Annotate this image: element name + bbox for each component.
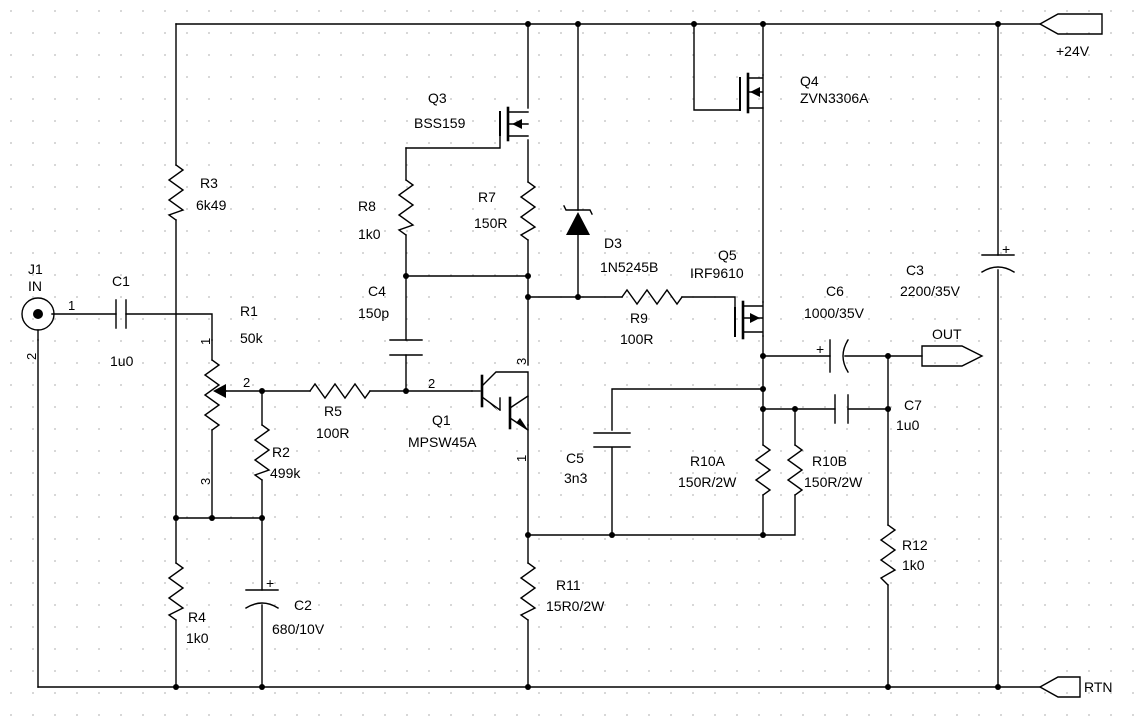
c6-capacitor: + C6 1000/35V: [804, 283, 865, 373]
c2-capacitor: + C2 680/10V: [245, 575, 325, 637]
q1-ref: Q1: [432, 412, 451, 428]
d3-ref: D3: [604, 235, 622, 251]
j1-pin2: 2: [24, 353, 39, 360]
q3-ref: Q3: [428, 90, 447, 106]
c2-ref: C2: [294, 597, 312, 613]
c7-capacitor: C7 1u0: [834, 394, 922, 433]
port-plus24v-label: +24V: [1056, 43, 1090, 59]
r5-resistor: R5 100R: [309, 382, 371, 441]
r2-value: 499k: [270, 465, 301, 481]
c2-value: 680/10V: [272, 621, 325, 637]
q3-value: BSS159: [414, 115, 466, 131]
wires: [37, 23, 1041, 688]
r1-pin1: 1: [198, 338, 213, 345]
c5-value: 3n3: [564, 470, 588, 486]
r8-value: 1k0: [358, 226, 381, 242]
c3-capacitor: + C3 2200/35V: [900, 241, 1015, 299]
r5-ref: R5: [324, 403, 342, 419]
j1-ref: J1: [28, 261, 43, 277]
r3-resistor: R3 6k49: [167, 164, 227, 221]
c1-value: 1u0: [110, 353, 134, 369]
r2-resistor: R2 499k: [253, 424, 301, 481]
r11-value: 15R0/2W: [546, 598, 605, 614]
c4-capacitor: C4 150p: [358, 283, 423, 356]
c3-ref: C3: [906, 262, 924, 278]
c2-plus: +: [266, 575, 274, 591]
port-rtn-label: RTN: [1084, 679, 1113, 695]
q5-mosfet: Q5 IRF9610: [690, 247, 764, 340]
j1-connector: J1 IN 1 2: [21, 261, 75, 360]
r8-ref: R8: [358, 198, 376, 214]
c7-value: 1u0: [896, 417, 920, 433]
r1-potentiometer: R1 50k 1 2 3: [198, 303, 264, 485]
r9-value: 100R: [620, 331, 653, 347]
c4-value: 150p: [358, 305, 389, 321]
r10a-resistor: R10A 150R/2W: [678, 444, 772, 496]
j1-pin1: 1: [68, 298, 75, 313]
r10a-value: 150R/2W: [678, 474, 737, 490]
c3-plus: +: [1002, 241, 1010, 257]
r4-resistor: R4 1k0: [167, 562, 209, 646]
c7-ref: C7: [904, 397, 922, 413]
r12-ref: R12: [902, 537, 928, 553]
c5-ref: C5: [566, 450, 584, 466]
port-plus24v: +24V: [1038, 13, 1103, 59]
q1-pin3: 3: [514, 358, 529, 365]
q3-mosfet: Q3 BSS159: [414, 90, 529, 142]
r1-pin2: 2: [243, 375, 250, 390]
q4-ref: Q4: [800, 73, 819, 89]
r11-ref: R11: [556, 577, 581, 593]
d3-zener-diode: D3 1N5245B: [563, 205, 658, 275]
r7-value: 150R: [474, 215, 507, 231]
c1-ref: C1: [112, 273, 130, 289]
port-out: OUT: [921, 326, 984, 367]
d3-value: 1N5245B: [600, 259, 658, 275]
r10b-ref: R10B: [812, 453, 847, 469]
r10b-resistor: R10B 150R/2W: [786, 444, 863, 496]
r2-ref: R2: [272, 444, 290, 460]
c6-value: 1000/35V: [804, 305, 865, 321]
r9-ref: R9: [630, 310, 648, 326]
r4-ref: R4: [188, 609, 206, 625]
r3-ref: R3: [200, 175, 218, 191]
j1-value: IN: [28, 278, 42, 294]
r12-resistor: R12 1k0: [879, 524, 928, 586]
r10a-ref: R10A: [690, 453, 726, 469]
q1-pin1: 1: [514, 455, 529, 462]
c1-capacitor: C1 1u0: [110, 273, 134, 369]
r10b-value: 150R/2W: [804, 474, 863, 490]
r1-pin3: 3: [198, 478, 213, 485]
q1-value: MPSW45A: [408, 434, 477, 450]
r12-value: 1k0: [902, 557, 925, 573]
port-out-label: OUT: [932, 326, 962, 342]
r11-resistor: R11 15R0/2W: [519, 562, 605, 621]
q1-transistor: 2 3 1 Q1 MPSW45A: [408, 358, 529, 462]
r7-ref: R7: [478, 189, 496, 205]
c3-value: 2200/35V: [900, 283, 961, 299]
r9-resistor: R9 100R: [620, 288, 683, 347]
q5-value: IRF9610: [690, 265, 744, 281]
r7-resistor: R7 150R: [474, 181, 537, 241]
c6-ref: C6: [826, 283, 844, 299]
r1-ref: R1: [240, 303, 258, 319]
q1-pin2: 2: [428, 376, 435, 391]
junction-dots: [173, 21, 1001, 690]
r1-value: 50k: [240, 330, 264, 346]
c6-plus: +: [816, 341, 824, 357]
q4-value: ZVN3306A: [800, 90, 869, 106]
c5-capacitor: C5 3n3: [564, 432, 631, 486]
r5-value: 100R: [316, 425, 349, 441]
q4-mosfet: Q4 ZVN3306A: [739, 72, 869, 114]
port-rtn: RTN: [1038, 676, 1113, 698]
q5-ref: Q5: [718, 247, 737, 263]
r8-resistor: R8 1k0: [358, 179, 415, 242]
r3-value: 6k49: [196, 197, 227, 213]
r4-value: 1k0: [186, 630, 209, 646]
c4-ref: C4: [368, 283, 386, 299]
